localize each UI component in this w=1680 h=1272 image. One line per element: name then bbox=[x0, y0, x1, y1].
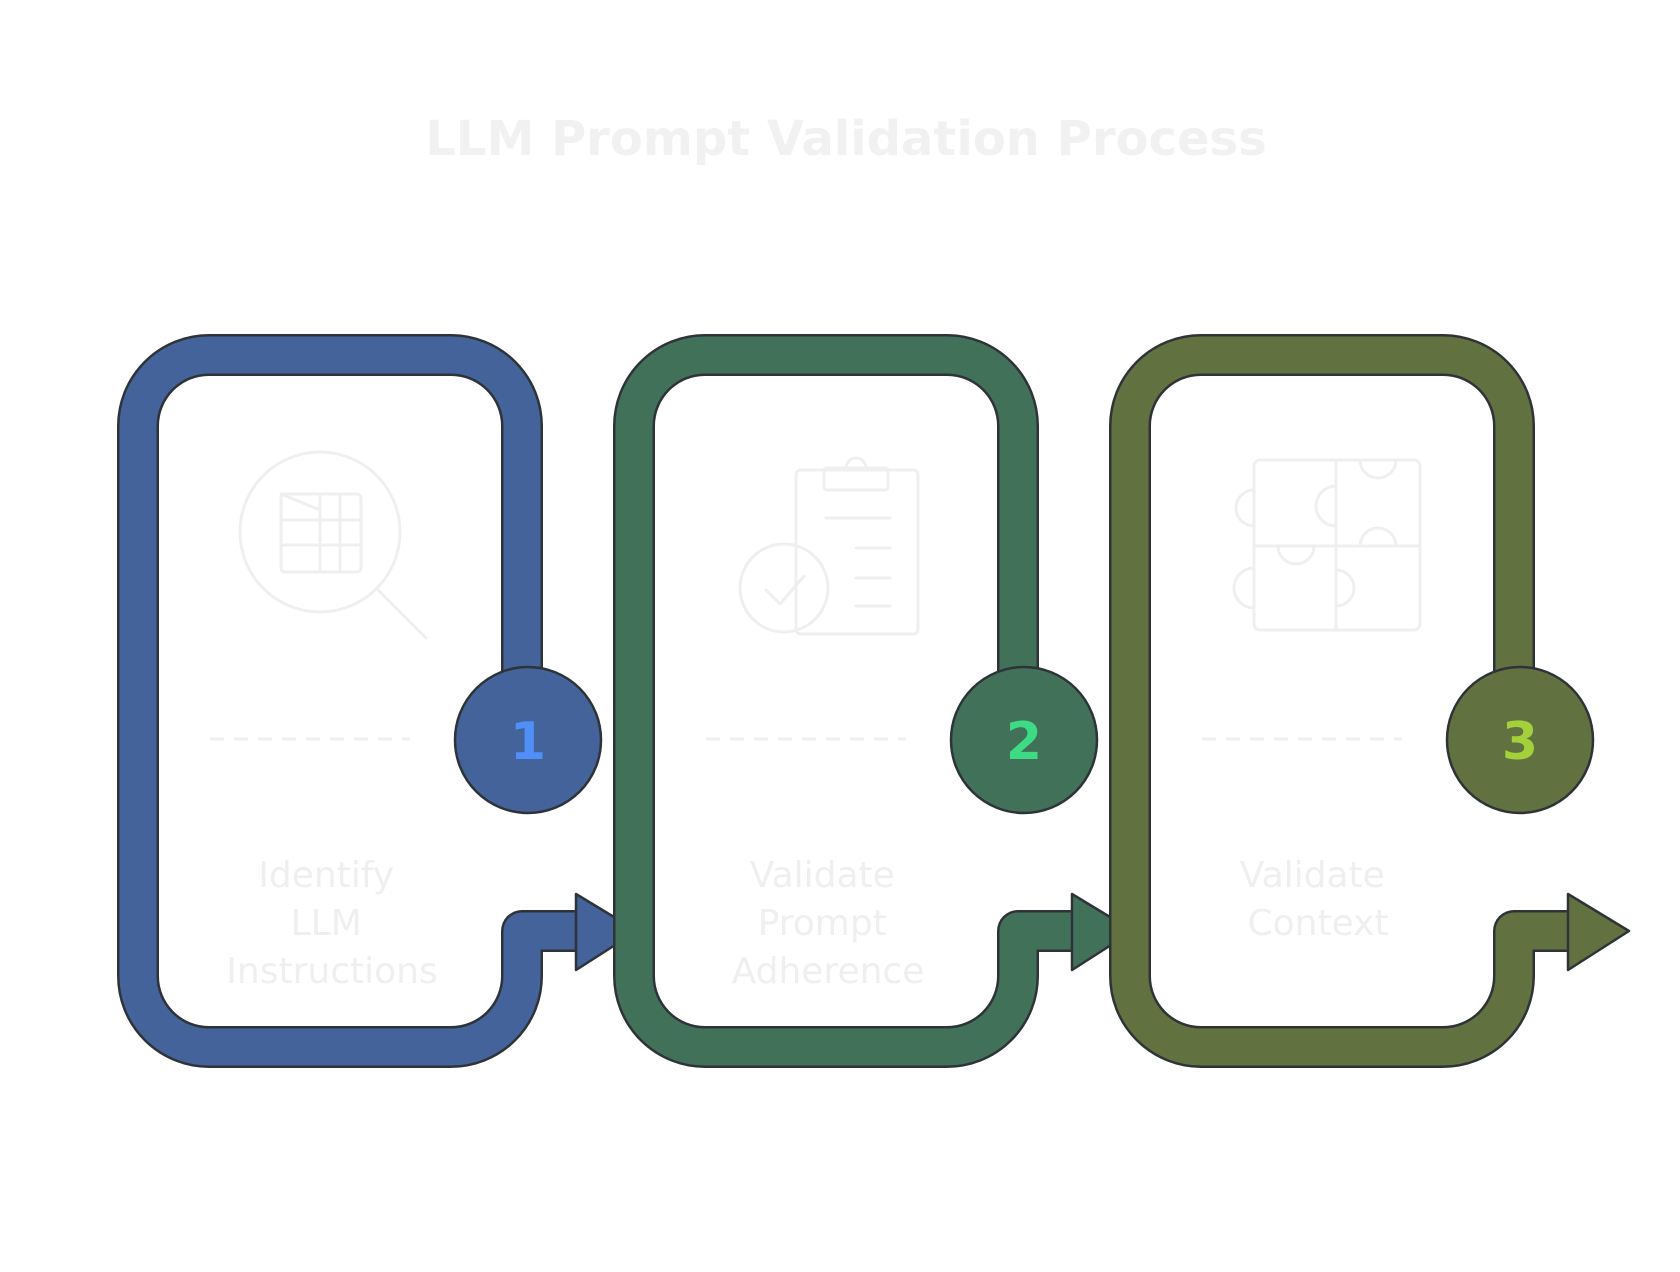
step-3-label: Validate Context bbox=[1240, 855, 1397, 944]
step-2-number-badge bbox=[949, 665, 1099, 815]
step-1-label-line-3: Instructions bbox=[226, 951, 437, 992]
step-1-loop-fill bbox=[119, 336, 584, 1066]
step-2-label: Validate Prompt Adherence bbox=[732, 855, 925, 992]
step-3-loop-fill bbox=[1111, 336, 1576, 1066]
step-1-number-badge bbox=[453, 665, 603, 815]
step-3-number: 3 bbox=[1502, 712, 1538, 772]
step-2-label-line-2: Prompt bbox=[758, 903, 887, 944]
step-2-loop-fill bbox=[615, 336, 1080, 1066]
clipboard-check-icon bbox=[738, 456, 920, 636]
step-3-number-badge bbox=[1445, 665, 1595, 815]
step-3-label-line-1: Validate bbox=[1240, 855, 1385, 896]
step-1-number: 1 bbox=[510, 712, 546, 772]
step-1-label-line-2: LLM bbox=[291, 903, 362, 944]
step-2-label-line-1: Validate bbox=[750, 855, 895, 896]
step-1: 1 Identify LLM Instructions bbox=[117, 334, 639, 1068]
step-3-arrow-head bbox=[1566, 892, 1631, 972]
magnifier-document-icon bbox=[238, 450, 428, 640]
step-1-arrow-head bbox=[574, 892, 639, 972]
step-1-label-line-1: Identify bbox=[258, 855, 394, 896]
step-3-label-line-2: Context bbox=[1247, 903, 1388, 944]
step-2: 2 Validate Prompt Adherence bbox=[613, 334, 1135, 1068]
step-3: 3 Validate Context bbox=[1109, 334, 1631, 1068]
diagram-title: LLM Prompt Validation Process bbox=[425, 111, 1266, 167]
puzzle-icon bbox=[1232, 458, 1422, 632]
step-2-label-line-3: Adherence bbox=[732, 951, 925, 992]
step-2-arrow-head bbox=[1070, 892, 1135, 972]
step-1-label: Identify LLM Instructions bbox=[226, 855, 437, 992]
step-2-number: 2 bbox=[1006, 712, 1042, 772]
